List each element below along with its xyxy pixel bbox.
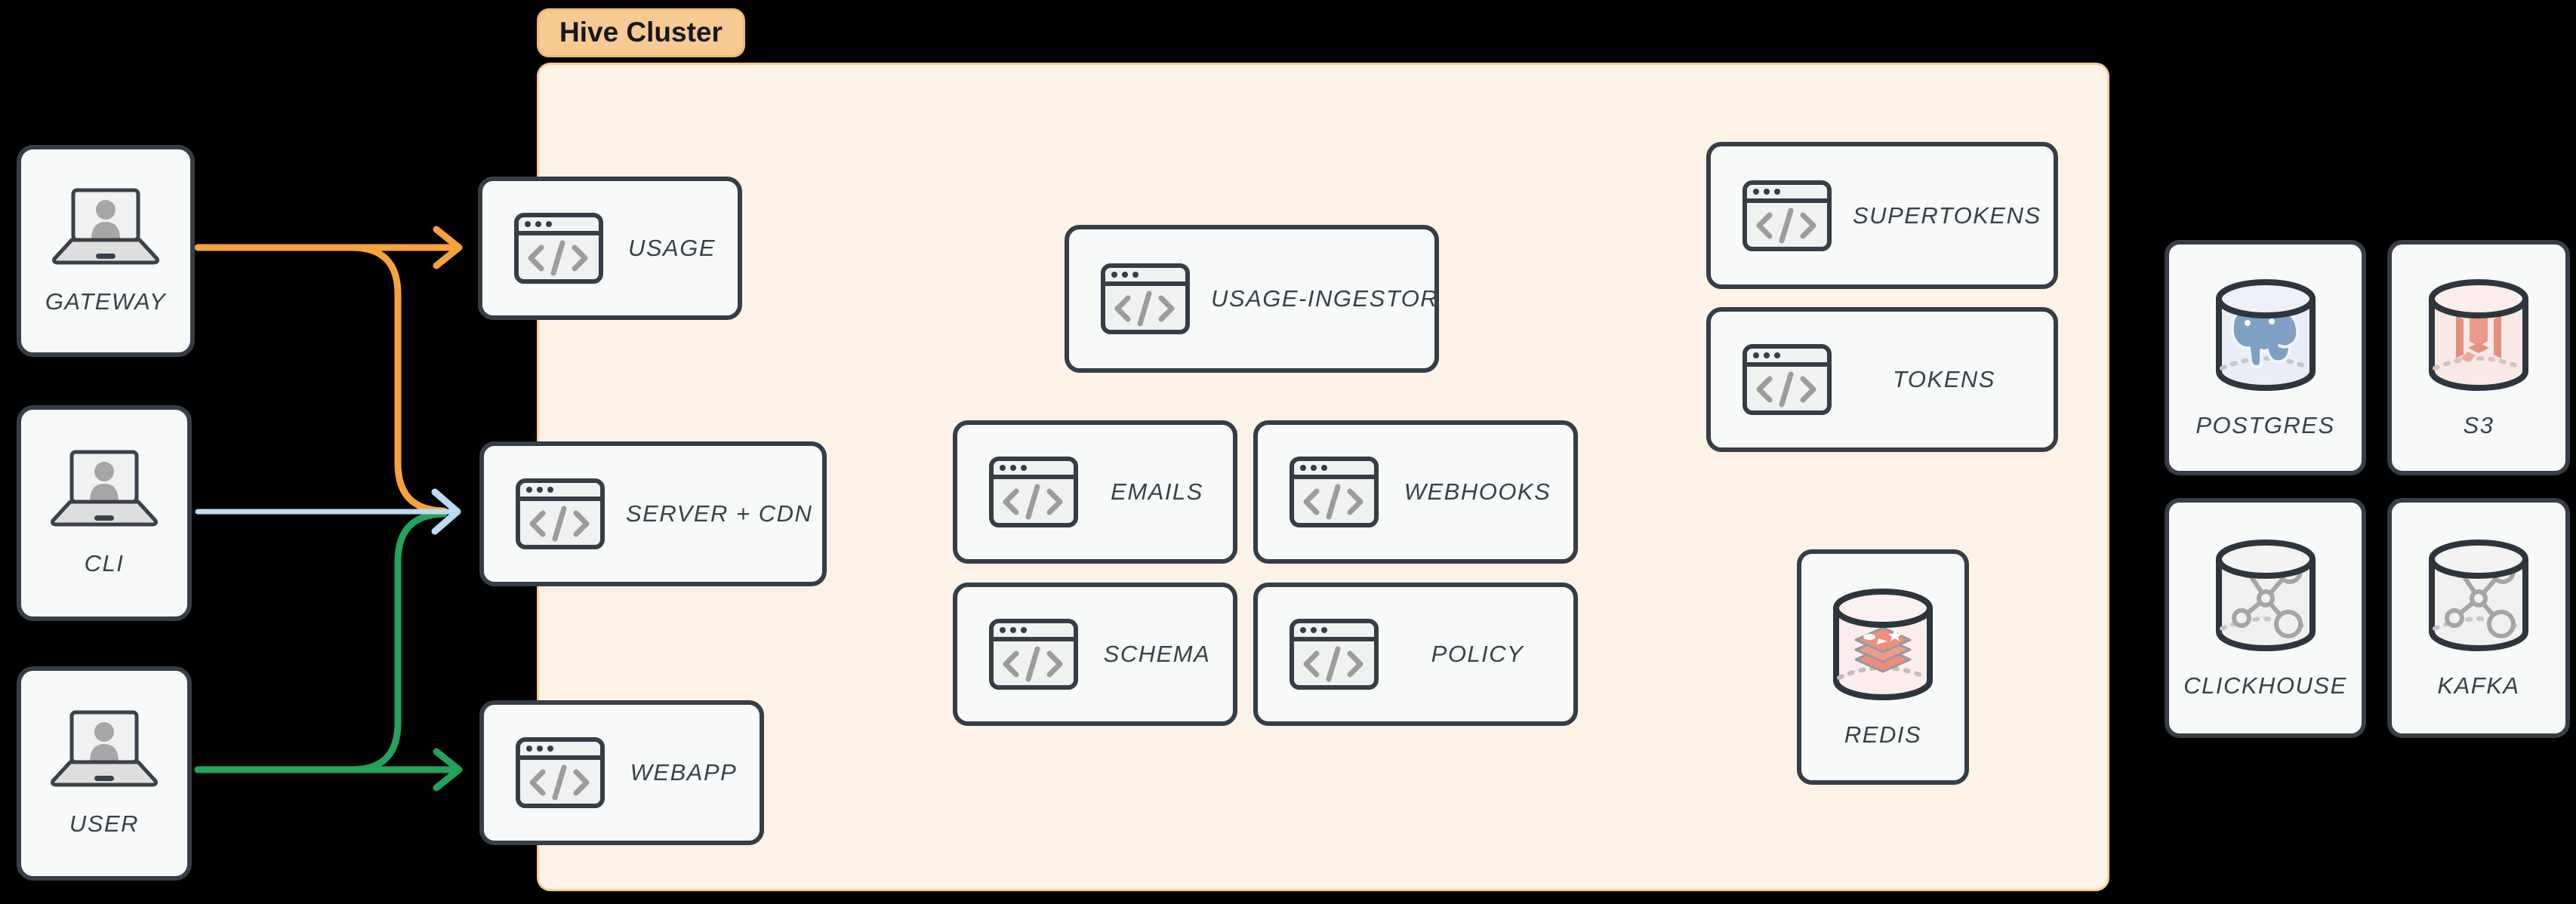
node-webapp: WEBAPP bbox=[479, 700, 764, 845]
node-label: S3 bbox=[2463, 412, 2494, 438]
node-supertokens: SUPERTOKENS bbox=[1706, 142, 2058, 289]
node-cli: CLI bbox=[17, 405, 192, 621]
code-window-icon bbox=[989, 619, 1078, 690]
code-window-icon bbox=[514, 213, 603, 284]
redis-icon bbox=[1833, 589, 1933, 700]
node-label: REDIS bbox=[1844, 721, 1922, 748]
code-window-icon bbox=[1290, 457, 1379, 527]
laptop-user-icon bbox=[51, 710, 158, 787]
node-label: POSTGRES bbox=[2195, 412, 2335, 438]
node-schema: SCHEMA bbox=[953, 583, 1237, 726]
node-postgres: POSTGRES bbox=[2165, 240, 2366, 475]
edge-user-webapp-arrowhead bbox=[433, 748, 463, 792]
code-window-icon bbox=[1101, 263, 1190, 334]
node-label: CLI bbox=[84, 550, 125, 577]
clickhouse-icon bbox=[2215, 540, 2316, 651]
code-window-icon bbox=[1290, 619, 1379, 690]
node-s3: S3 bbox=[2387, 240, 2570, 475]
node-label: KAFKA bbox=[2437, 672, 2520, 699]
code-window-icon bbox=[989, 457, 1078, 527]
node-user: USER bbox=[17, 666, 192, 881]
laptop-user-icon bbox=[52, 188, 159, 264]
edge-gateway-servercdn bbox=[348, 244, 448, 515]
node-kafka: KAFKA bbox=[2387, 498, 2570, 738]
s3-icon bbox=[2429, 279, 2528, 391]
postgres-icon bbox=[2215, 279, 2316, 391]
edge-user-servercdn bbox=[348, 510, 448, 773]
node-redis: REDIS bbox=[1797, 549, 1969, 785]
node-clickhouse: CLICKHOUSE bbox=[2165, 498, 2366, 738]
edge-cli-servercdn-arrowhead bbox=[431, 488, 461, 535]
node-usage-ingestor: USAGE-INGESTOR bbox=[1065, 225, 1439, 373]
hive-cluster-label: Hive Cluster bbox=[537, 8, 745, 57]
node-label: SERVER + CDN bbox=[626, 500, 813, 527]
code-window-icon bbox=[1742, 180, 1832, 251]
node-label: CLICKHOUSE bbox=[2183, 672, 2347, 699]
node-label: USER bbox=[69, 810, 140, 837]
node-label: POLICY bbox=[1431, 641, 1524, 667]
node-label: SUPERTOKENS bbox=[1853, 201, 2041, 229]
node-label: EMAILS bbox=[1111, 478, 1203, 505]
node-server-cdn: SERVER + CDN bbox=[479, 441, 827, 586]
node-label: WEBHOOKS bbox=[1404, 478, 1551, 505]
node-label: USAGE-INGESTOR bbox=[1211, 285, 1439, 312]
code-window-icon bbox=[516, 478, 605, 549]
node-label: GATEWAY bbox=[45, 287, 167, 315]
code-window-icon bbox=[1742, 344, 1832, 415]
node-tokens: TOKENS bbox=[1706, 307, 2058, 452]
node-emails: EMAILS bbox=[953, 420, 1237, 564]
node-label: WEBAPP bbox=[630, 759, 738, 786]
edge-gateway-usage-arrowhead bbox=[433, 226, 463, 269]
node-webhooks: WEBHOOKS bbox=[1253, 420, 1578, 564]
node-label: TOKENS bbox=[1893, 366, 1995, 392]
laptop-user-icon bbox=[51, 450, 158, 527]
node-policy: POLICY bbox=[1253, 583, 1578, 726]
code-window-icon bbox=[516, 737, 605, 808]
node-label: USAGE bbox=[627, 235, 716, 261]
node-gateway: GATEWAY bbox=[17, 145, 195, 357]
node-label: SCHEMA bbox=[1103, 641, 1211, 667]
node-usage: USAGE bbox=[478, 177, 742, 320]
kafka-icon bbox=[2429, 540, 2528, 651]
